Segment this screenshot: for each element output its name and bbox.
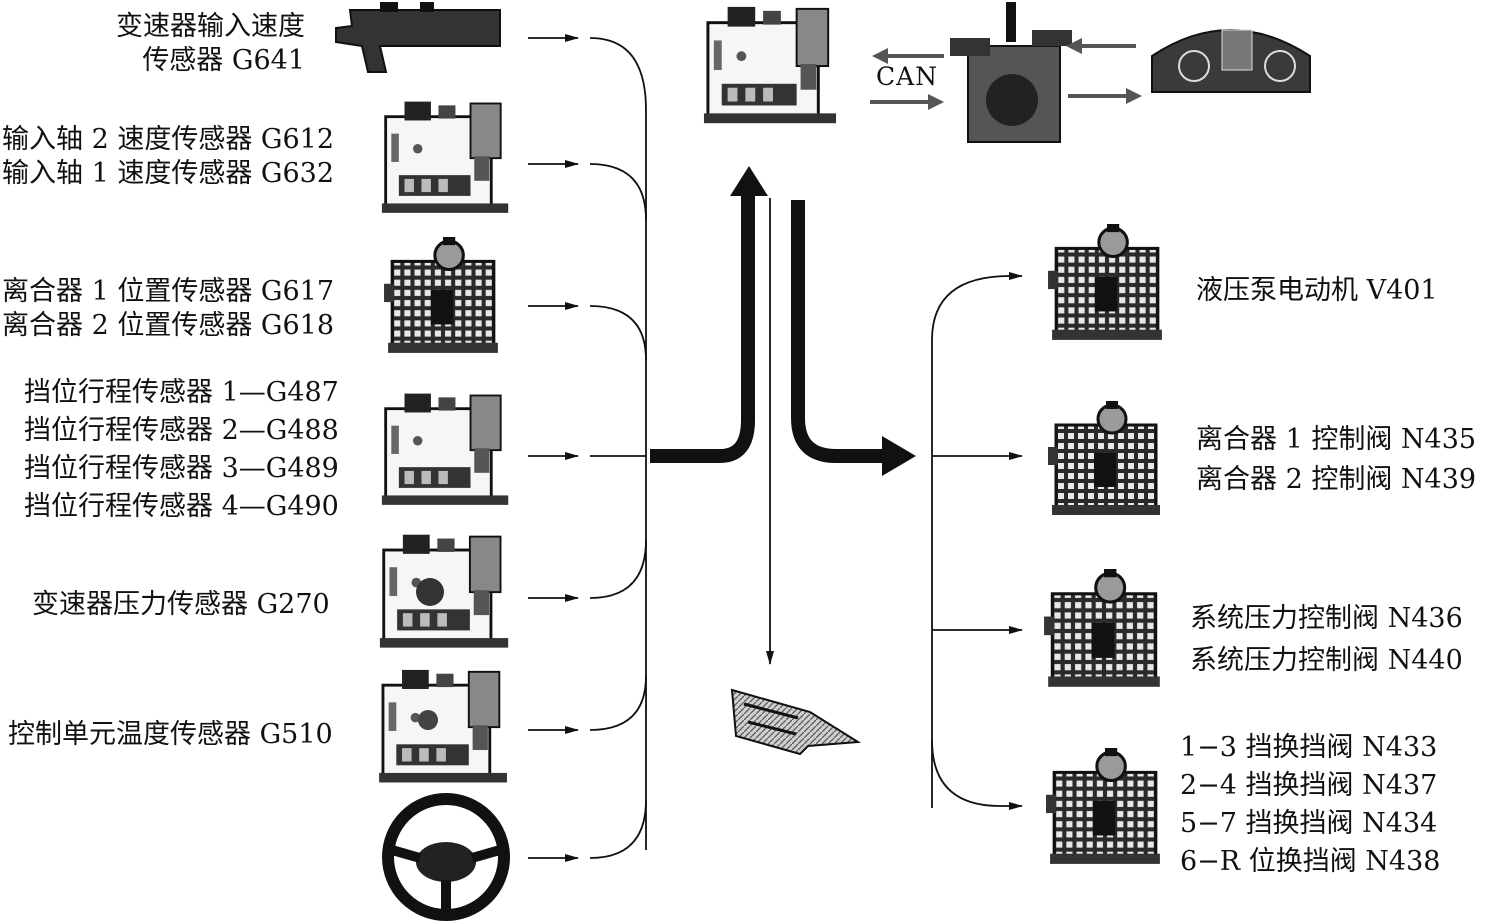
pressure-sensor-dot bbox=[416, 578, 444, 606]
label-n434: 5−7 挡换挡阀 N434 bbox=[1180, 808, 1438, 839]
label-g489: 挡位行程传感器 3—G489 bbox=[24, 453, 339, 484]
label-g612: 输入轴 2 速度传感器 G612 bbox=[2, 124, 335, 155]
label-n433: 1−3 挡换挡阀 N433 bbox=[1180, 732, 1438, 763]
g641-sensor-picture bbox=[335, 2, 501, 73]
label-g510: 控制单元温度传感器 G510 bbox=[8, 719, 333, 750]
steering-wheel-picture bbox=[382, 793, 510, 921]
control-unit-picture bbox=[702, 5, 838, 125]
main-signal-flow bbox=[650, 166, 916, 665]
label-g488: 挡位行程传感器 2—G488 bbox=[24, 415, 339, 446]
valve-body-picture-3 bbox=[1046, 399, 1162, 517]
label-n437: 2−4 挡换挡阀 N437 bbox=[1180, 770, 1438, 801]
label-g641: 变速器输入速度 传感器 G641 bbox=[116, 10, 305, 78]
valve-body-picture-5 bbox=[1044, 746, 1162, 866]
label-g490: 挡位行程传感器 4—G490 bbox=[24, 491, 339, 522]
gearbox-picture bbox=[950, 2, 1072, 143]
label-n435: 离合器 1 控制阀 N435 bbox=[1196, 424, 1477, 455]
label-v401: 液压泵电动机 V401 bbox=[1196, 275, 1438, 306]
valve-body-picture-1 bbox=[382, 236, 500, 355]
input-bus bbox=[528, 34, 647, 862]
can-label: CAN bbox=[876, 62, 939, 91]
label-g641-line1: 变速器输入速度 bbox=[116, 11, 305, 42]
label-n436: 系统压力控制阀 N436 bbox=[1190, 603, 1463, 634]
mechatronic-picture-1 bbox=[380, 100, 510, 215]
mechatronic-picture-2 bbox=[380, 392, 510, 507]
output-bus bbox=[931, 272, 1023, 810]
valve-body-picture-4 bbox=[1042, 567, 1162, 689]
label-n438: 6−R 位换挡阀 N438 bbox=[1180, 846, 1441, 877]
diagnostic-connector-picture bbox=[730, 688, 862, 756]
label-g632: 输入轴 1 速度传感器 G632 bbox=[2, 158, 335, 189]
instrument-cluster-picture bbox=[1151, 29, 1311, 93]
valve-body-picture-2 bbox=[1046, 222, 1164, 342]
can-bus-arrows bbox=[870, 44, 1136, 104]
label-n440: 系统压力控制阀 N440 bbox=[1190, 645, 1463, 676]
mechatronic-picture-3 bbox=[378, 533, 510, 650]
temp-sensor-dot bbox=[418, 710, 438, 730]
label-g618: 离合器 2 位置传感器 G618 bbox=[2, 310, 335, 341]
label-g641-line2: 传感器 G641 bbox=[142, 45, 305, 76]
mechatronic-picture-4 bbox=[377, 668, 509, 784]
label-g617: 离合器 1 位置传感器 G617 bbox=[2, 276, 335, 307]
label-g270: 变速器压力传感器 G270 bbox=[32, 589, 330, 620]
label-g487: 挡位行程传感器 1—G487 bbox=[24, 377, 339, 408]
label-n439: 离合器 2 控制阀 N439 bbox=[1196, 464, 1477, 495]
